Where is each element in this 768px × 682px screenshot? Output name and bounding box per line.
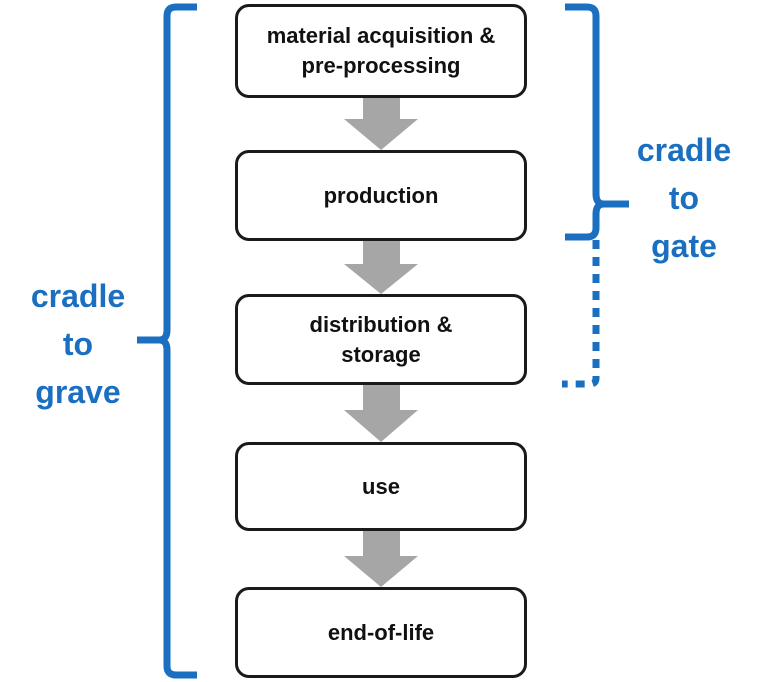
cradle-to-grave-bracket xyxy=(137,3,197,679)
cradle-to-gate-dotted-extension xyxy=(562,240,600,388)
stage-label-line1: distribution & xyxy=(309,311,453,337)
arrow-acquisition-to-production xyxy=(344,98,418,150)
cradle-to-grave-label: cradle to grave xyxy=(30,278,126,410)
stage-label: production xyxy=(323,182,439,208)
stage-label: use xyxy=(362,473,400,499)
stage-distribution-storage: distribution & storage xyxy=(235,294,527,385)
stage-label-line1: material acquisition & xyxy=(266,23,496,48)
cradle-to-gate-label: cradle to gate xyxy=(636,132,732,264)
stage-label-line2: pre-processing xyxy=(301,53,461,78)
arrow-use-to-end-of-life xyxy=(344,531,418,587)
stage-label: end-of-life xyxy=(327,619,435,645)
cradle-to-gate-bracket xyxy=(565,3,629,241)
stage-use: use xyxy=(235,442,527,531)
stage-material-acquisition: material acquisition & pre-processing xyxy=(235,4,527,98)
arrow-distribution-to-use xyxy=(344,385,418,442)
stage-label-line2: storage xyxy=(341,341,421,367)
arrow-production-to-distribution xyxy=(344,241,418,294)
stage-production: production xyxy=(235,150,527,241)
stage-end-of-life: end-of-life xyxy=(235,587,527,678)
